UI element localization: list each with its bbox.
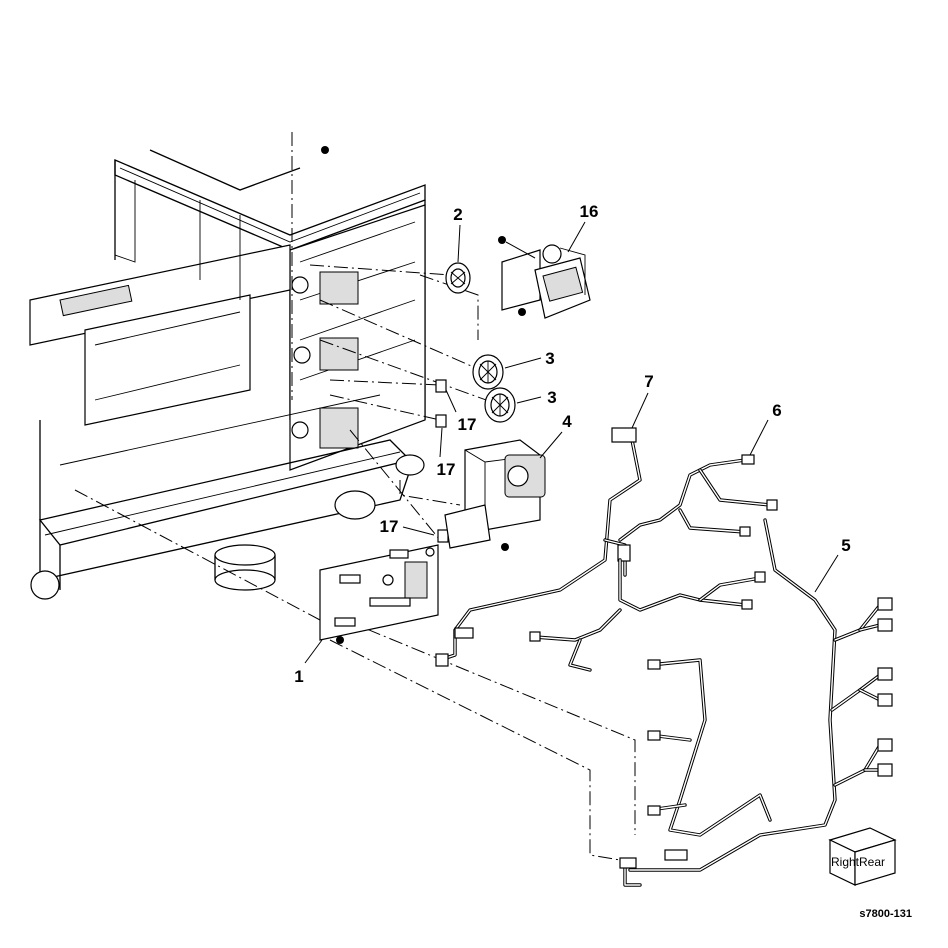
screw-16-bottom: [518, 308, 526, 316]
callout-labels: 2 16 3 3 17 17 17 4 7 6 5 1: [294, 202, 850, 686]
orientation-cube: Right Rear: [828, 827, 897, 886]
callout-3-lower: 3: [547, 388, 556, 407]
gear-3-upper: [472, 354, 504, 390]
cube-face-rear-label: Rear: [859, 855, 885, 869]
callout-5: 5: [841, 536, 850, 555]
harness-5: [529, 518, 893, 887]
screw-4: [501, 543, 509, 551]
clip-17b: [435, 414, 447, 428]
main-frame-assembly: [29, 149, 426, 600]
pwb-board-1: [319, 544, 439, 641]
figure-id: s7800-131: [859, 908, 912, 920]
screw-top-frame: [321, 146, 329, 154]
motor-assembly-16: [501, 244, 591, 319]
cube-face-right-label: Right: [831, 855, 860, 869]
callout-leaders: [304, 221, 839, 664]
callout-2: 2: [453, 205, 462, 224]
gear-3-lower: [484, 387, 516, 423]
callout-7: 7: [644, 372, 653, 391]
callout-6: 6: [772, 401, 781, 420]
callout-16: 16: [580, 202, 599, 221]
clip-17c: [437, 529, 449, 543]
motor-bracket-4: [444, 439, 546, 549]
clip-17a: [435, 379, 447, 393]
screw-16-top: [498, 236, 506, 244]
harness-6: [618, 454, 778, 542]
callout-3-upper: 3: [545, 349, 554, 368]
callout-1: 1: [294, 667, 303, 686]
harness-7: [435, 427, 642, 667]
callout-17-middle: 17: [437, 460, 456, 479]
callout-4: 4: [562, 412, 572, 431]
callout-17-upper: 17: [458, 415, 477, 434]
callout-17-lower: 17: [380, 517, 399, 536]
gear-2: [445, 262, 471, 294]
screw-1: [336, 636, 344, 644]
